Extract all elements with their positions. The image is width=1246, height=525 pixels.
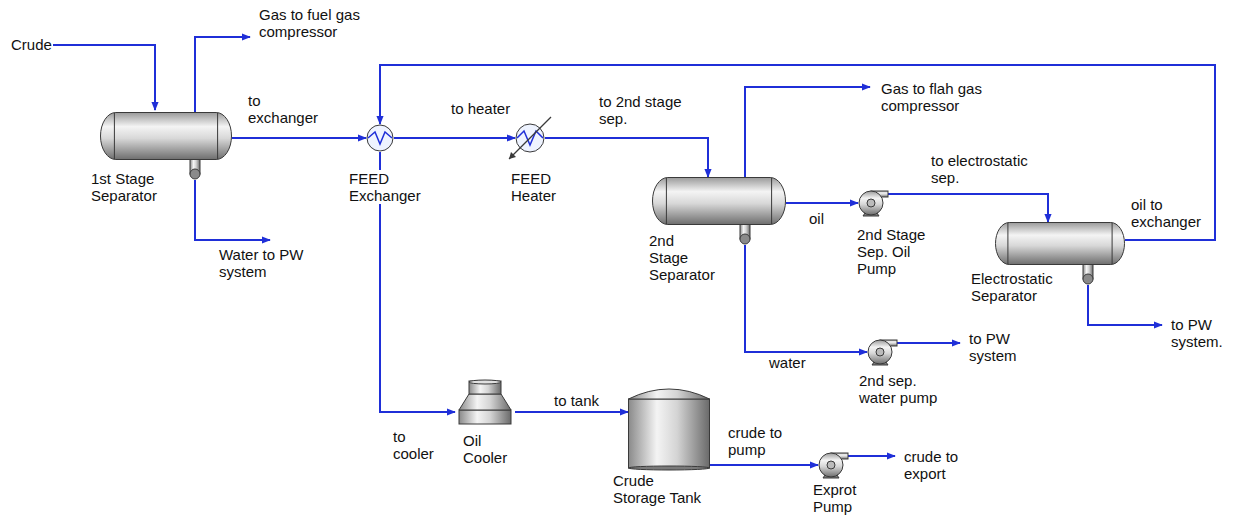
export-line xyxy=(848,455,895,457)
equipment-label: 2nd sep. water pump xyxy=(858,372,952,406)
pump-symbol-icon xyxy=(858,188,888,216)
equipment-label: FEED Heater xyxy=(510,170,572,204)
flow-connector xyxy=(232,137,366,139)
flow-connector xyxy=(745,245,867,352)
equipment-label: Oil Cooler xyxy=(462,432,516,466)
heat-exchanger-icon xyxy=(366,124,394,152)
stream-label: crude to export xyxy=(903,448,977,482)
flow-connector xyxy=(515,411,628,413)
heater-symbol-icon xyxy=(515,123,545,153)
air-cooler: Oil Cooler xyxy=(455,380,515,425)
equipment-label: Crude Storage Tank xyxy=(612,472,709,506)
heater-symbol: FEED Heater xyxy=(515,123,545,153)
fuel-gas-line xyxy=(195,37,250,112)
stream-label: to tank xyxy=(553,392,600,409)
stream-label: to cooler xyxy=(392,428,450,462)
separator-vessel: 1st Stage Separator xyxy=(100,112,232,180)
stream-label: crude to pump xyxy=(727,424,801,458)
stream-label: to 2nd stage sep. xyxy=(598,93,702,127)
stream-label: oil to exchanger xyxy=(1130,196,1212,230)
water-pump-pw-line xyxy=(897,342,960,344)
pump-symbol: Exprot Pump xyxy=(818,450,848,478)
separator-vessel: 2nd Stage Separator xyxy=(652,177,786,245)
storage-tank: Crude Storage Tank xyxy=(628,385,710,470)
stream-label: Crude xyxy=(10,36,53,53)
stream-label: to PW system xyxy=(968,330,1032,364)
stream-label: to electrostatic sep. xyxy=(930,152,1052,186)
equipment-label: 2nd Stage Separator xyxy=(648,232,716,283)
pump-symbol-icon xyxy=(867,337,897,365)
stream-label: water xyxy=(768,354,807,371)
stream-label: to PW system. xyxy=(1170,316,1236,350)
stream-label: to heater xyxy=(450,100,514,117)
stream-label: Gas to fuel gas compressor xyxy=(258,6,420,40)
storage-tank-icon xyxy=(628,385,710,470)
stream-label: oil xyxy=(808,210,825,227)
electrostatic-pw-line xyxy=(1088,285,1162,325)
equipment-label: 1st Stage Separator xyxy=(90,170,174,204)
flow-connector xyxy=(786,202,858,204)
flow-connector xyxy=(380,65,1215,240)
pump-symbol: 2nd sep. water pump xyxy=(867,337,897,365)
equipment-label: Electrostatic Separator xyxy=(970,270,1072,304)
electrostatic-vessel: Electrostatic Separator xyxy=(995,222,1125,285)
equipment-label: Exprot Pump xyxy=(812,481,872,515)
pump-symbol-icon xyxy=(818,450,848,478)
flow-connector xyxy=(394,137,515,139)
flash-gas-line xyxy=(745,87,870,177)
crude-feed-line xyxy=(48,45,155,110)
stream-label: Gas to flah gas compressor xyxy=(880,80,1052,114)
air-cooler-icon xyxy=(455,380,515,425)
stream-label: to exchanger xyxy=(247,92,331,126)
stream-label: Water to PW system xyxy=(218,246,338,280)
water-pw-line xyxy=(195,180,270,240)
pump-symbol: 2nd Stage Sep. Oil Pump xyxy=(858,188,888,216)
equipment-label: FEED Exchanger xyxy=(348,170,432,204)
flow-connector xyxy=(888,194,1048,222)
heat-exchanger: FEED Exchanger xyxy=(366,124,394,152)
flow-connector xyxy=(710,464,818,466)
equipment-label: 2nd Stage Sep. Oil Pump xyxy=(856,226,940,277)
